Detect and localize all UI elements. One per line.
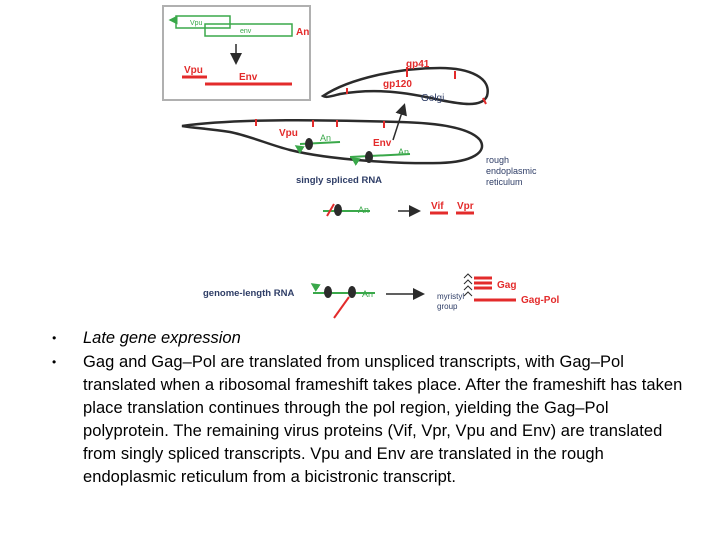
env-er-label: Env bbox=[373, 138, 392, 149]
singly-spliced-rna-label: singly spliced RNA bbox=[296, 175, 382, 186]
green-arrow-icon bbox=[310, 283, 321, 292]
inset-vpu-gene-label: Vpu bbox=[190, 20, 203, 27]
inset-vpu-protein-label: Vpu bbox=[184, 65, 203, 76]
inset-env-gene-label: env bbox=[240, 28, 252, 35]
bullet-list: • Late gene expression • Gag and Gag–Pol… bbox=[52, 327, 692, 489]
ribosome bbox=[305, 138, 313, 150]
vpr-label: Vpr bbox=[457, 201, 474, 212]
golgi-membrane bbox=[320, 66, 489, 106]
inset-env-protein-label: Env bbox=[239, 72, 258, 83]
genome-length-rna-label: genome-length RNA bbox=[203, 288, 294, 299]
er-rna-strand bbox=[349, 153, 411, 158]
vif-label: Vif bbox=[431, 201, 444, 212]
nascent-protein-icon bbox=[326, 203, 335, 217]
ribosome bbox=[365, 151, 373, 163]
gag-pol-label: Gag-Pol bbox=[521, 295, 560, 306]
golgi-red-tick bbox=[482, 97, 487, 105]
hiv-late-gene-expression-diagram: Vpu env An Vpu Env gp41 gp120 Golgi Vpu … bbox=[162, 5, 560, 319]
inset-poly-a-label: An bbox=[296, 27, 309, 38]
nascent-protein-icon bbox=[333, 296, 350, 319]
inset-box: Vpu env An Vpu Env bbox=[162, 5, 311, 101]
gp41-label: gp41 bbox=[406, 59, 430, 70]
bullet-text-late-gene-expression: Late gene expression bbox=[83, 329, 241, 347]
poly-a-er-label: An bbox=[320, 133, 331, 143]
poly-a-er-label: An bbox=[398, 147, 409, 157]
myristyl-group-label: group bbox=[437, 302, 458, 311]
rough-er-membrane bbox=[181, 118, 484, 165]
ribosome bbox=[334, 204, 342, 216]
bullet-marker: • bbox=[52, 331, 57, 345]
gag-label: Gag bbox=[497, 280, 516, 291]
bullet-text-translation-description: Gag and Gag–Pol are translated from unsp… bbox=[83, 353, 683, 486]
rough-er-label: reticulum bbox=[486, 177, 523, 187]
green-arrow-icon bbox=[350, 157, 361, 166]
myristyl-group-label: myristyl bbox=[437, 292, 464, 301]
rough-er-label: rough bbox=[486, 155, 509, 165]
rough-er-label: endoplasmic bbox=[486, 166, 537, 176]
myristyl-group-icon bbox=[463, 273, 473, 297]
ribosome bbox=[348, 286, 356, 298]
poly-a-label: An bbox=[362, 289, 373, 299]
golgi-label: Golgi bbox=[421, 93, 444, 104]
inset-env-gene-box bbox=[204, 23, 293, 37]
bullet-item: • Late gene expression bbox=[52, 327, 692, 350]
bullet-marker: • bbox=[52, 355, 57, 369]
green-arrow-icon bbox=[294, 145, 305, 154]
gp120-label: gp120 bbox=[383, 79, 412, 90]
vpu-er-label: Vpu bbox=[279, 128, 298, 139]
ribosome bbox=[324, 286, 332, 298]
poly-a-label: An bbox=[358, 205, 369, 215]
bullet-item: • Gag and Gag–Pol are translated from un… bbox=[52, 351, 692, 489]
